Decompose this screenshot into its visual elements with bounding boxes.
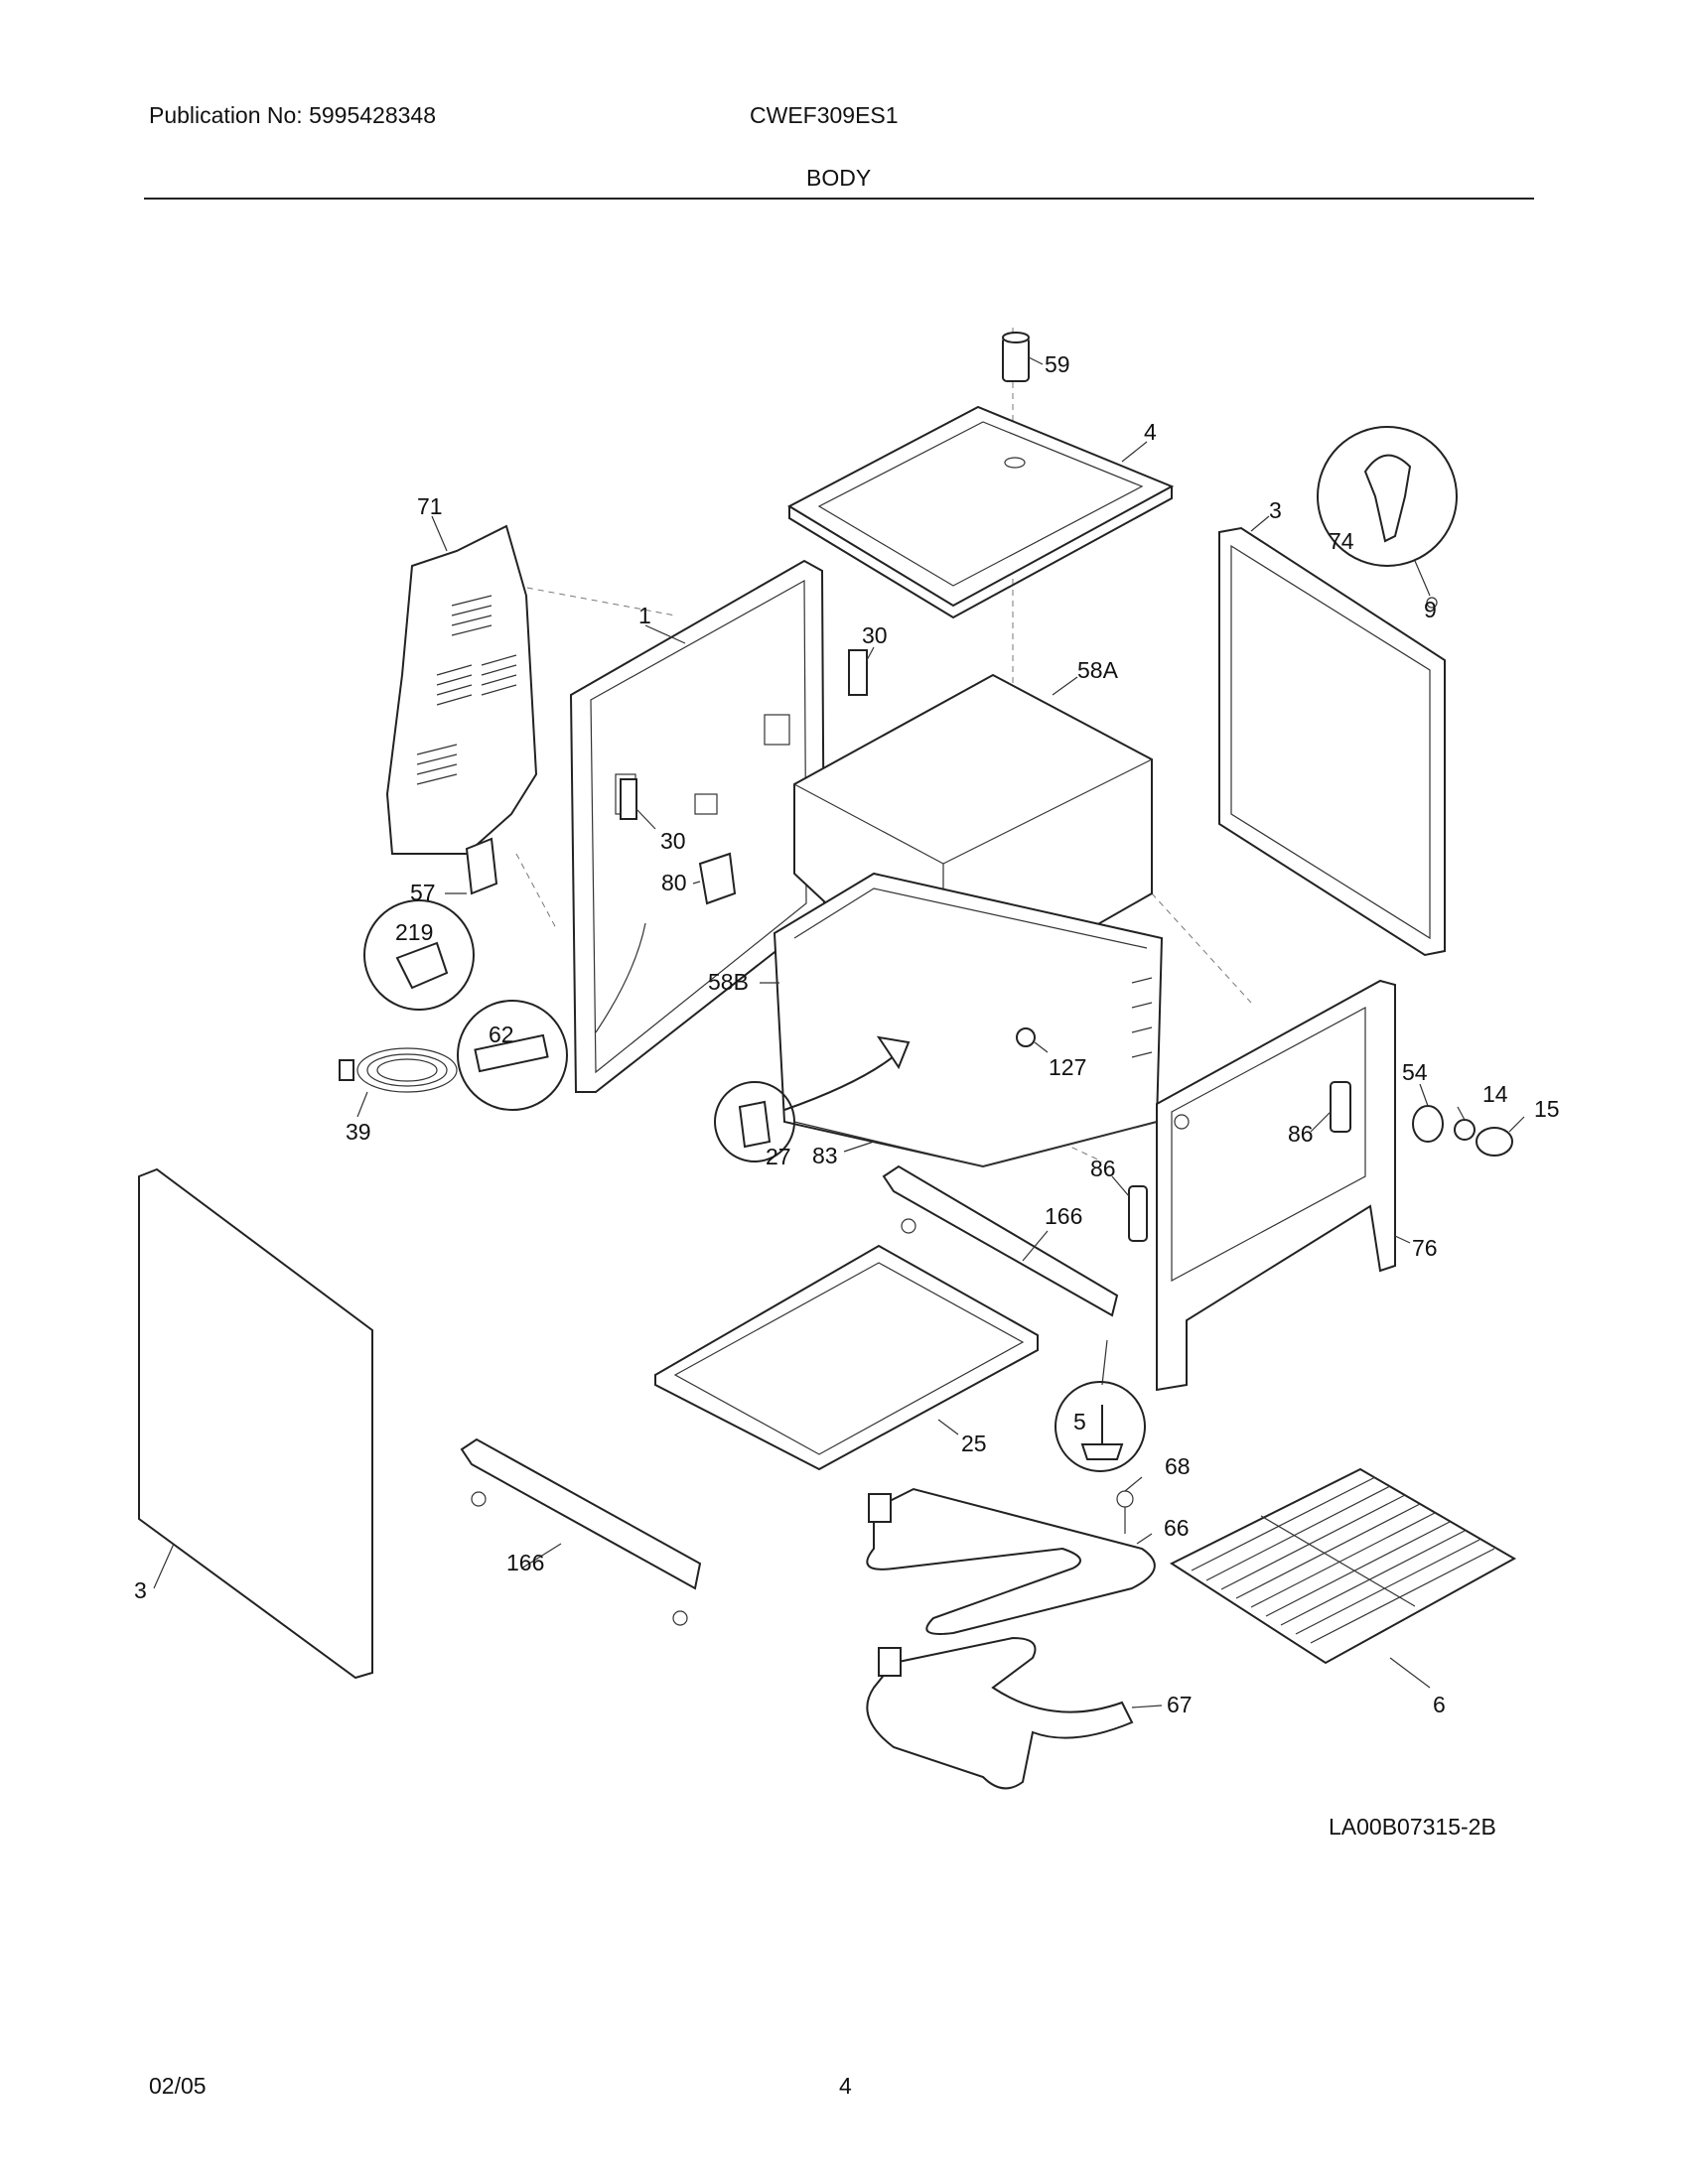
section-title: BODY [806,165,872,191]
callout-166-lower: 166 [506,1550,544,1575]
part-39-power-cord [339,1047,458,1093]
page-number: 4 [839,2073,852,2099]
callout-3-left: 3 [134,1577,147,1603]
part-66-broil-element [866,1487,1156,1635]
callout-58B: 58B [708,969,749,995]
callout-62: 62 [489,1022,514,1047]
callout-58A: 58A [1077,657,1119,683]
callout-39: 39 [346,1119,371,1145]
leader-lines [153,356,1525,1708]
part-83-liner-edge [793,1121,1158,1167]
callout-166-upper: 166 [1045,1203,1082,1229]
part-14-lamp-ring [1454,1119,1476,1141]
part-86-hinge-right [1330,1081,1351,1133]
part-30-bracket-lower [620,778,637,820]
callout-71: 71 [417,493,443,519]
callout-14: 14 [1482,1081,1508,1107]
callout-15: 15 [1534,1096,1560,1122]
callout-54: 54 [1402,1059,1428,1085]
callout-127: 127 [1049,1054,1086,1080]
callout-27: 27 [766,1144,791,1169]
part-62-terminal-block [457,1000,568,1111]
part-76-front-frame [1156,979,1396,1392]
part-3-left-side-panel [138,1167,373,1680]
part-30-bracket-upper [848,649,868,696]
callout-219: 219 [395,919,433,945]
footer-date: 02/05 [149,2073,207,2099]
callout-66: 66 [1164,1515,1190,1541]
part-166-rail-lower [460,1437,702,1626]
part-59-cylinder [1002,332,1030,382]
callout-86-right: 86 [1288,1121,1314,1147]
callout-68: 68 [1165,1453,1191,1479]
part-4-top-panel [786,405,1175,619]
callout-4: 4 [1144,419,1157,445]
callout-3-right: 3 [1269,497,1282,523]
callout-67: 67 [1167,1692,1193,1717]
callout-5: 5 [1073,1409,1086,1434]
publication-number: Publication No: 5995428348 [149,102,437,128]
part-86-hinge-left [1128,1185,1148,1242]
model-number: CWEF309ES1 [750,102,899,128]
callout-74: 74 [1329,528,1354,554]
diagram-code: LA00B07315-2B [1329,1814,1496,1840]
callout-6: 6 [1433,1692,1446,1717]
callout-59: 59 [1045,351,1070,377]
part-74-lamp-detail [1317,426,1458,609]
part-219-detail [363,899,475,1011]
callout-76: 76 [1412,1235,1438,1261]
part-3-right-side-panel [1218,526,1446,957]
part-68-clip [1116,1490,1134,1534]
callout-80: 80 [661,870,687,895]
callout-83: 83 [812,1143,838,1168]
callout-9: 9 [1424,597,1437,622]
callout-30-upper: 30 [862,622,888,648]
part-5-leveling-leg [1055,1339,1146,1472]
part-71-rear-shield [385,524,538,855]
callout-86-left: 86 [1090,1156,1116,1181]
part-80-clip [698,852,737,905]
part-25-bottom-panel [654,1244,1039,1471]
callout-57: 57 [410,880,436,905]
part-57-plate [465,837,498,895]
callout-labels: 59 4 3 74 9 71 1 30 30 58A 57 80 219 58B… [134,351,1560,1717]
part-166-rail-upper [882,1164,1119,1317]
callout-30-lower: 30 [660,828,686,854]
callout-1: 1 [638,603,651,628]
callout-25: 25 [961,1431,987,1456]
part-67-bake-element [866,1636,1134,1790]
part-54-lamp-cover [1412,1105,1444,1143]
header-rule [144,198,1534,200]
part-6-oven-rack [1169,1467,1517,1665]
part-15-lamp-bulb [1476,1127,1513,1157]
part-127-sensor [1016,1027,1036,1047]
